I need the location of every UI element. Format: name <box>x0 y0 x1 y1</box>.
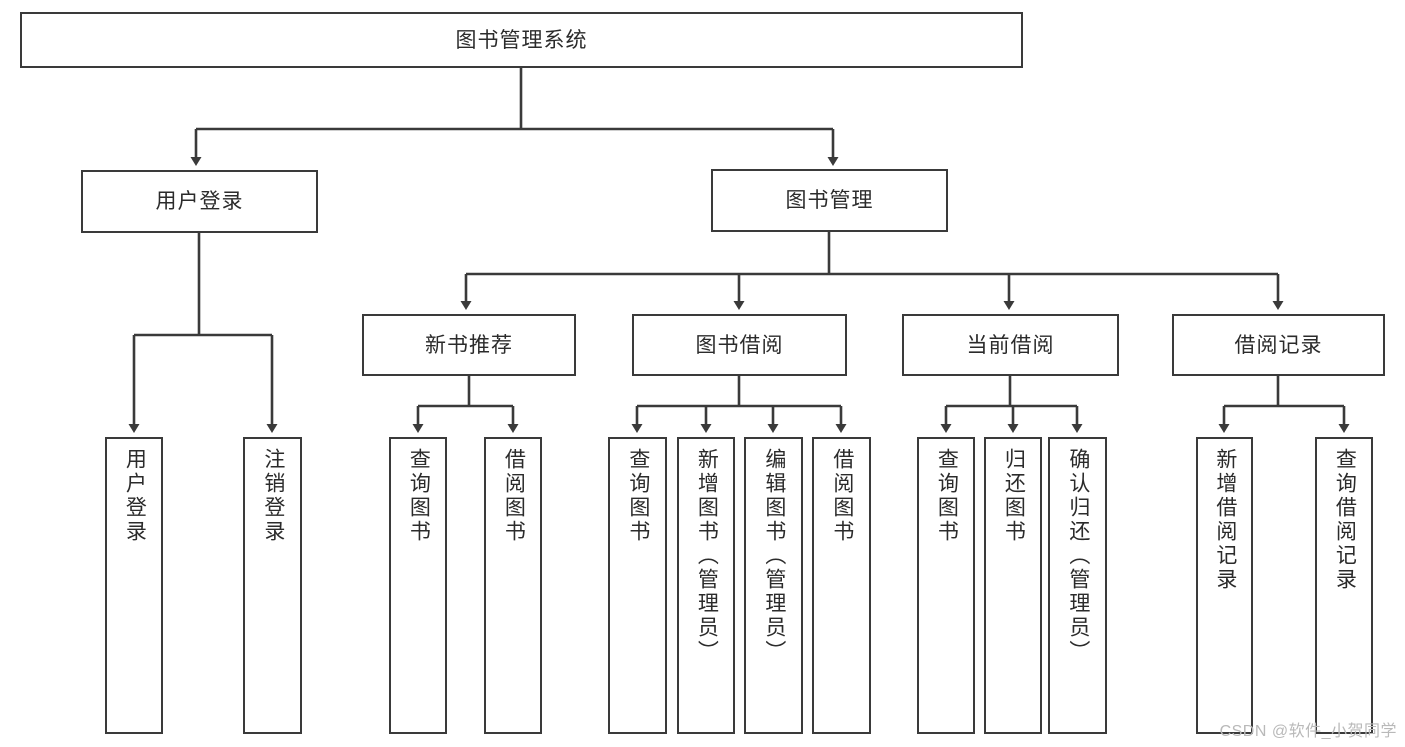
node-book-manage[interactable]: 图书管理 <box>711 169 948 232</box>
node-leaf-confirm-return-label: 确认归还（管理员） <box>1066 448 1090 664</box>
node-leaf-borrow-book-2[interactable]: 借阅图书 <box>812 437 871 734</box>
csdn-watermark: CSDN @软件_小贺同学 <box>1219 723 1397 740</box>
node-new-book-rec[interactable]: 新书推荐 <box>362 314 576 376</box>
node-leaf-edit-book[interactable]: 编辑图书（管理员） <box>744 437 803 734</box>
node-root-label: 图书管理系统 <box>455 28 588 52</box>
node-leaf-query-book-1-label: 查询图书 <box>407 448 431 544</box>
node-leaf-borrow-book-1-label: 借阅图书 <box>502 448 526 544</box>
node-current-borrow[interactable]: 当前借阅 <box>902 314 1119 376</box>
node-leaf-borrow-book-2-label: 借阅图书 <box>830 448 854 544</box>
node-root[interactable]: 图书管理系统 <box>20 12 1023 68</box>
node-leaf-query-book-3[interactable]: 查询图书 <box>917 437 975 734</box>
node-leaf-query-book-2[interactable]: 查询图书 <box>608 437 667 734</box>
node-book-borrow-label: 图书借阅 <box>695 333 784 357</box>
node-leaf-add-book[interactable]: 新增图书（管理员） <box>677 437 735 734</box>
node-leaf-add-record-label: 新增借阅记录 <box>1213 448 1237 592</box>
node-borrow-record[interactable]: 借阅记录 <box>1172 314 1385 376</box>
node-leaf-user-logout[interactable]: 注销登录 <box>243 437 302 734</box>
node-leaf-return-book[interactable]: 归还图书 <box>984 437 1042 734</box>
node-leaf-return-book-label: 归还图书 <box>1002 448 1026 544</box>
node-leaf-add-record[interactable]: 新增借阅记录 <box>1196 437 1253 734</box>
node-leaf-query-book-3-label: 查询图书 <box>935 448 959 544</box>
node-borrow-record-label: 借阅记录 <box>1234 333 1323 357</box>
node-leaf-query-book-2-label: 查询图书 <box>626 448 650 544</box>
node-new-book-rec-label: 新书推荐 <box>425 333 513 357</box>
node-book-borrow[interactable]: 图书借阅 <box>632 314 847 376</box>
node-leaf-user-login-label: 用户登录 <box>123 448 147 544</box>
node-user-login[interactable]: 用户登录 <box>81 170 318 233</box>
node-leaf-query-record-label: 查询借阅记录 <box>1333 448 1357 592</box>
node-leaf-borrow-book-1[interactable]: 借阅图书 <box>484 437 542 734</box>
node-leaf-user-logout-label: 注销登录 <box>261 448 285 544</box>
node-book-manage-label: 图书管理 <box>785 189 874 212</box>
node-current-borrow-label: 当前借阅 <box>966 333 1055 357</box>
node-user-login-label: 用户登录 <box>155 190 244 213</box>
node-leaf-query-book-1[interactable]: 查询图书 <box>389 437 447 734</box>
node-leaf-edit-book-label: 编辑图书（管理员） <box>762 448 786 664</box>
node-leaf-query-record[interactable]: 查询借阅记录 <box>1315 437 1373 734</box>
node-leaf-add-book-label: 新增图书（管理员） <box>695 448 719 664</box>
node-leaf-confirm-return[interactable]: 确认归还（管理员） <box>1048 437 1107 734</box>
node-leaf-user-login[interactable]: 用户登录 <box>105 437 163 734</box>
